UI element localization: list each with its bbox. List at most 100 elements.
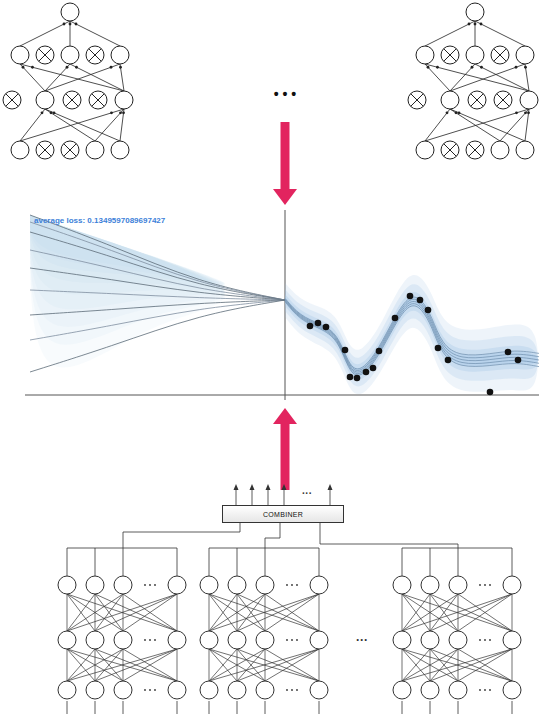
input-line [430, 701, 431, 714]
weight-line [425, 64, 529, 91]
output-line [209, 548, 210, 576]
arrow-dot [524, 111, 527, 114]
weight-line [209, 594, 265, 631]
dropout-cross [444, 144, 457, 157]
arrow-dot [119, 111, 122, 114]
neuron [114, 576, 132, 594]
sample-curve [30, 300, 285, 340]
data-point [515, 357, 522, 364]
weight-line [177, 594, 178, 631]
weight-line [123, 649, 177, 681]
output-line [402, 548, 403, 576]
weight-line [500, 109, 529, 141]
ellipsis-dot [484, 584, 486, 586]
dropout-cross [89, 49, 102, 62]
uncertainty-band [285, 292, 538, 380]
neuron [58, 681, 76, 699]
weight-line [430, 594, 458, 631]
ellipsis-dot [154, 584, 156, 586]
weight-line [67, 594, 177, 631]
dropped-neuron [61, 141, 79, 159]
weight-line [265, 594, 319, 631]
weight-line [95, 649, 177, 681]
combiner-output [268, 488, 269, 505]
weight-line [209, 594, 319, 631]
ellipsis-dot [296, 689, 298, 691]
ellipsis-dot [149, 639, 151, 641]
weight-line [67, 649, 123, 681]
x-axis [25, 395, 539, 396]
ellipsis-dot [286, 639, 288, 641]
neuron [256, 631, 274, 649]
combiner-output [330, 488, 331, 505]
weight-line [45, 64, 70, 91]
input-line [237, 701, 238, 714]
input-line [95, 701, 96, 714]
arrow-head [282, 484, 287, 490]
neuron [86, 576, 104, 594]
input-line [177, 701, 178, 714]
neuron [200, 576, 218, 594]
ellipsis-dot [291, 639, 293, 641]
weight-line [402, 649, 430, 681]
arrow-dot [480, 66, 483, 69]
dropped-neuron [36, 46, 54, 64]
output-line [237, 548, 238, 576]
weight-line [237, 649, 265, 681]
dropped-neuron [441, 141, 459, 159]
sample-curve [30, 300, 285, 315]
arrow-dot [75, 23, 78, 26]
neuron [168, 681, 186, 699]
weight-line [237, 594, 319, 631]
neuron [421, 576, 439, 594]
red-arrow-head [273, 189, 297, 205]
ensemble-network [200, 548, 328, 714]
weight-line [20, 21, 70, 46]
weight-line [177, 649, 178, 681]
neuron [114, 681, 132, 699]
neuron [449, 576, 467, 594]
arrow-dot [515, 111, 518, 114]
arrow-dot [436, 66, 439, 69]
weight-line [402, 594, 458, 631]
weight-line [95, 649, 123, 681]
weight-line [20, 64, 124, 91]
uncertainty-band [285, 284, 538, 386]
neuron [228, 631, 246, 649]
weight-line [402, 649, 512, 681]
neuron [421, 681, 439, 699]
output-bus [402, 548, 512, 549]
weight-line [237, 594, 319, 631]
output-line [512, 548, 513, 576]
output-line [67, 548, 68, 576]
sample-curve [30, 290, 285, 300]
weight-line [70, 64, 124, 91]
dropped-neuron [3, 91, 21, 109]
arrow-dot [63, 23, 66, 26]
weight-line [45, 109, 95, 141]
neuron [503, 576, 521, 594]
weight-line [525, 64, 529, 91]
ellipsis-label: ··· [302, 488, 312, 499]
weight-line [67, 594, 123, 631]
weight-line [402, 594, 430, 631]
weight-line [209, 649, 210, 681]
uncertainty-band [285, 297, 538, 376]
neuron [441, 91, 459, 109]
ellipsis-dot [144, 689, 146, 691]
neuron [58, 576, 76, 594]
box-label: COMBINER [263, 511, 303, 518]
weight-line [475, 64, 529, 91]
red-arrow-shaft [281, 424, 290, 490]
neuron [520, 91, 538, 109]
neuron [115, 91, 133, 109]
sample-curve [30, 222, 285, 300]
ellipsis-dot [479, 639, 481, 641]
dropped-neuron [86, 46, 104, 64]
ellipsis-dot [144, 639, 146, 641]
neuron [228, 576, 246, 594]
sample-curve [30, 250, 285, 300]
weight-line [237, 649, 319, 681]
dropped-neuron [63, 91, 81, 109]
ellipsis-dot [286, 584, 288, 586]
